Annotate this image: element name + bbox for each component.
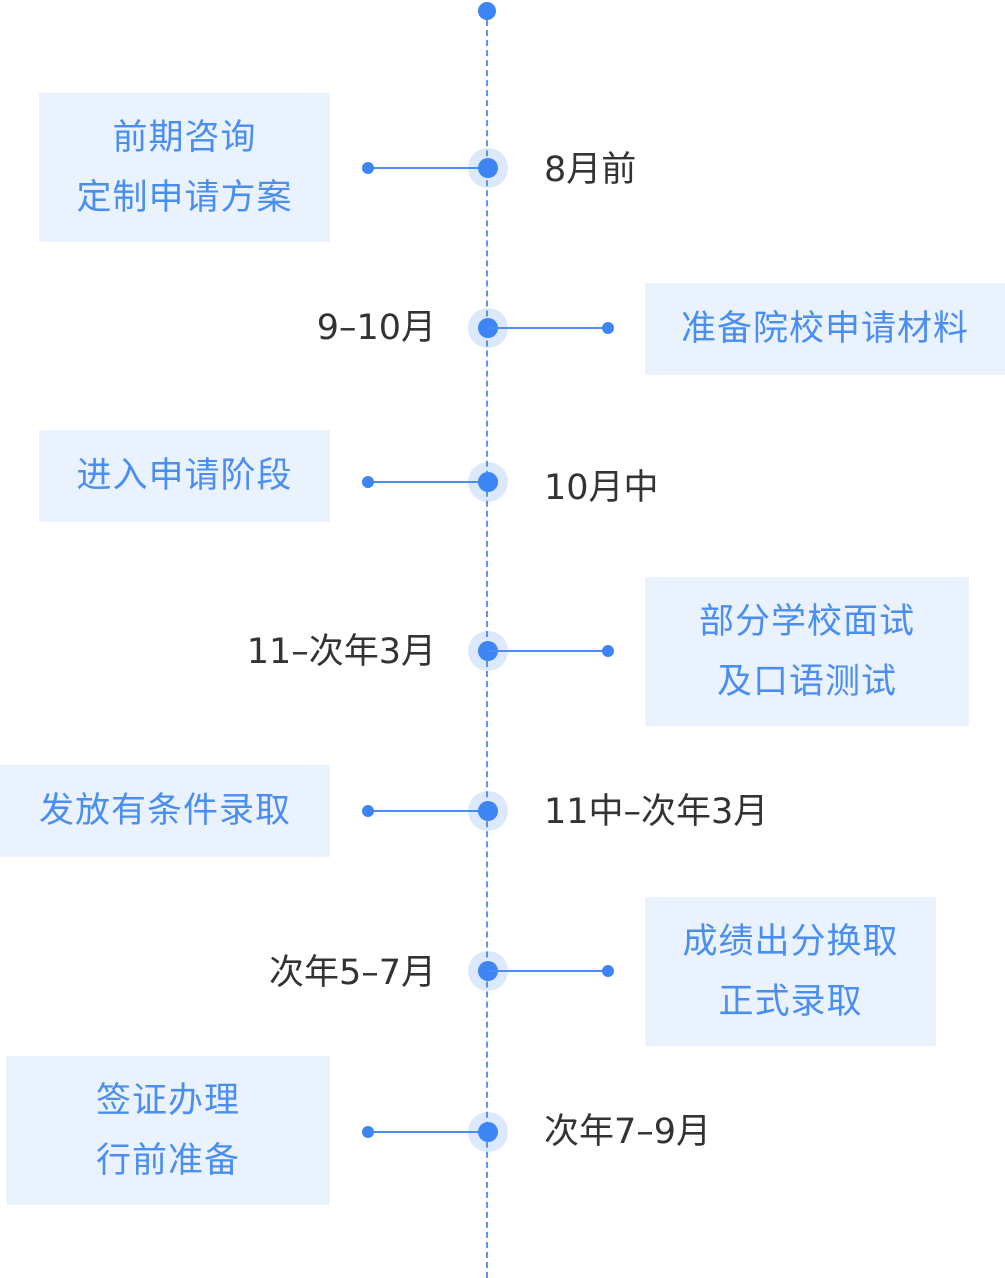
step-label-line: 行前准备 xyxy=(95,1140,240,1181)
step-label-box: 成绩出分换取 正式录取 xyxy=(645,897,936,1046)
timeline-node xyxy=(468,148,508,188)
step-time: 次年7–9月 xyxy=(544,1112,712,1152)
step-label-box: 进入申请阶段 xyxy=(39,430,330,522)
connector-line xyxy=(488,970,608,972)
step-time: 次年5–7月 xyxy=(268,953,436,993)
timeline-start-dot xyxy=(478,2,496,20)
connector-end-dot xyxy=(362,162,374,174)
step-label-line: 部分学校面试 xyxy=(698,601,915,642)
connector-line xyxy=(368,167,488,169)
step-label-line: 准备院校申请材料 xyxy=(680,309,969,349)
connector-line xyxy=(368,810,488,812)
step-label-line: 进入申请阶段 xyxy=(76,456,293,496)
step-label-line: 发放有条件录取 xyxy=(38,791,291,831)
connector-end-dot xyxy=(602,322,614,334)
step-label-line: 前期咨询 xyxy=(112,117,257,158)
connector-line xyxy=(368,481,488,483)
step-label-box: 前期咨询 定制申请方案 xyxy=(39,93,330,242)
connector-end-dot xyxy=(362,1126,374,1138)
connector-end-dot xyxy=(362,805,374,817)
connector-line xyxy=(488,650,608,652)
step-label-box: 发放有条件录取 xyxy=(0,765,330,857)
step-label-box: 部分学校面试 及口语测试 xyxy=(645,577,969,726)
connector-line xyxy=(368,1131,488,1133)
step-time: 11中–次年3月 xyxy=(544,792,769,832)
timeline-node xyxy=(468,1112,508,1152)
step-label-line: 定制申请方案 xyxy=(76,177,293,218)
step-label-box: 签证办理 行前准备 xyxy=(6,1056,330,1205)
step-label-line: 签证办理 xyxy=(95,1080,240,1121)
connector-end-dot xyxy=(602,965,614,977)
step-label-line: 及口语测试 xyxy=(716,661,897,702)
connector-end-dot xyxy=(602,645,614,657)
connector-end-dot xyxy=(362,476,374,488)
step-time: 9–10月 xyxy=(316,308,436,348)
step-label-line: 正式录取 xyxy=(718,981,863,1022)
timeline-node xyxy=(468,791,508,831)
timeline-node xyxy=(468,462,508,502)
step-time: 8月前 xyxy=(544,150,637,190)
step-label-box: 准备院校申请材料 xyxy=(645,283,1005,375)
step-label-line: 成绩出分换取 xyxy=(682,921,899,962)
connector-line xyxy=(488,327,608,329)
step-time: 11–次年3月 xyxy=(246,632,436,672)
step-time: 10月中 xyxy=(544,468,659,508)
